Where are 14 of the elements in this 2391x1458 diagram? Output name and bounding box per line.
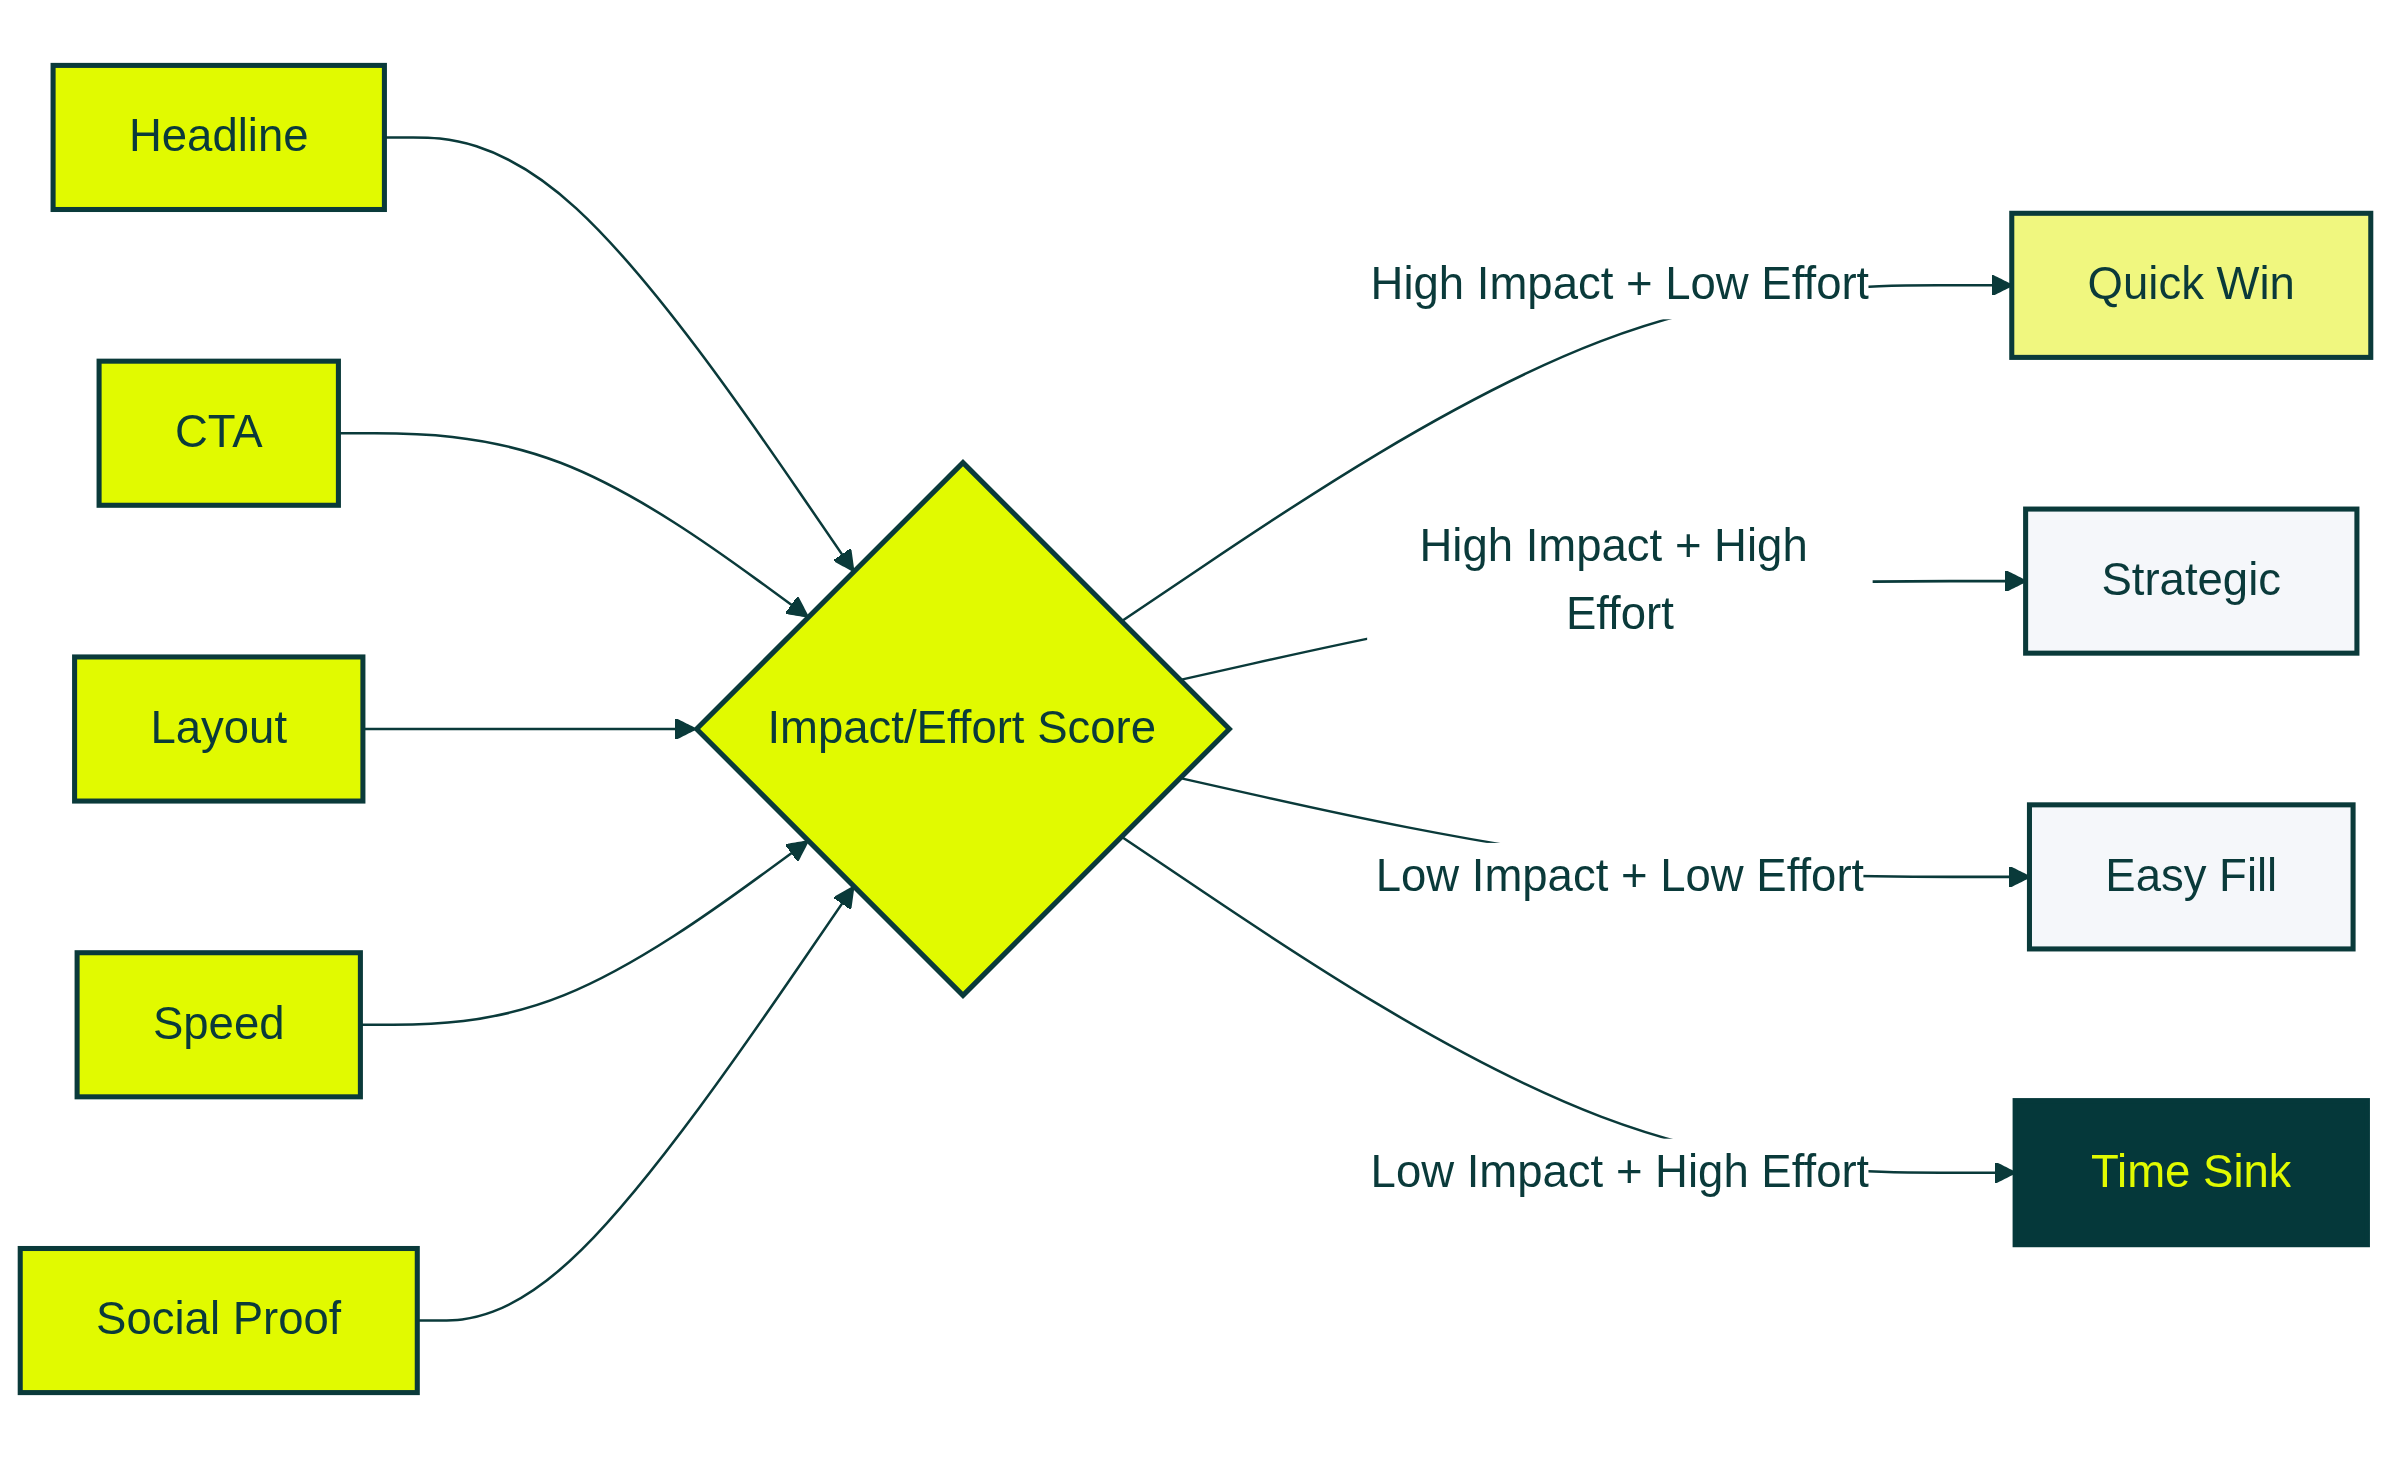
node-box: Social Proof: [17, 1245, 420, 1396]
node-box: Quick Win: [2009, 210, 2374, 360]
node-box: Strategic: [2023, 506, 2360, 656]
node-box: Speed: [74, 950, 363, 1100]
node-box: CTA: [96, 358, 341, 508]
node-box: Layout: [72, 654, 366, 804]
edge-label: High Impact + High Effort: [1419, 520, 1808, 640]
node-box: Time Sink: [2012, 1098, 2370, 1248]
node-box: Easy Fill: [2026, 802, 2356, 952]
edge-label: Low Impact + High Effort: [1370, 1146, 1870, 1197]
node-diamond: Impact/Effort Score: [693, 459, 1233, 999]
edge-label: High Impact + Low Effort: [1370, 258, 1870, 310]
edge-label: Low Impact + Low Effort: [1375, 850, 1865, 901]
node-box: Headline: [50, 62, 387, 213]
